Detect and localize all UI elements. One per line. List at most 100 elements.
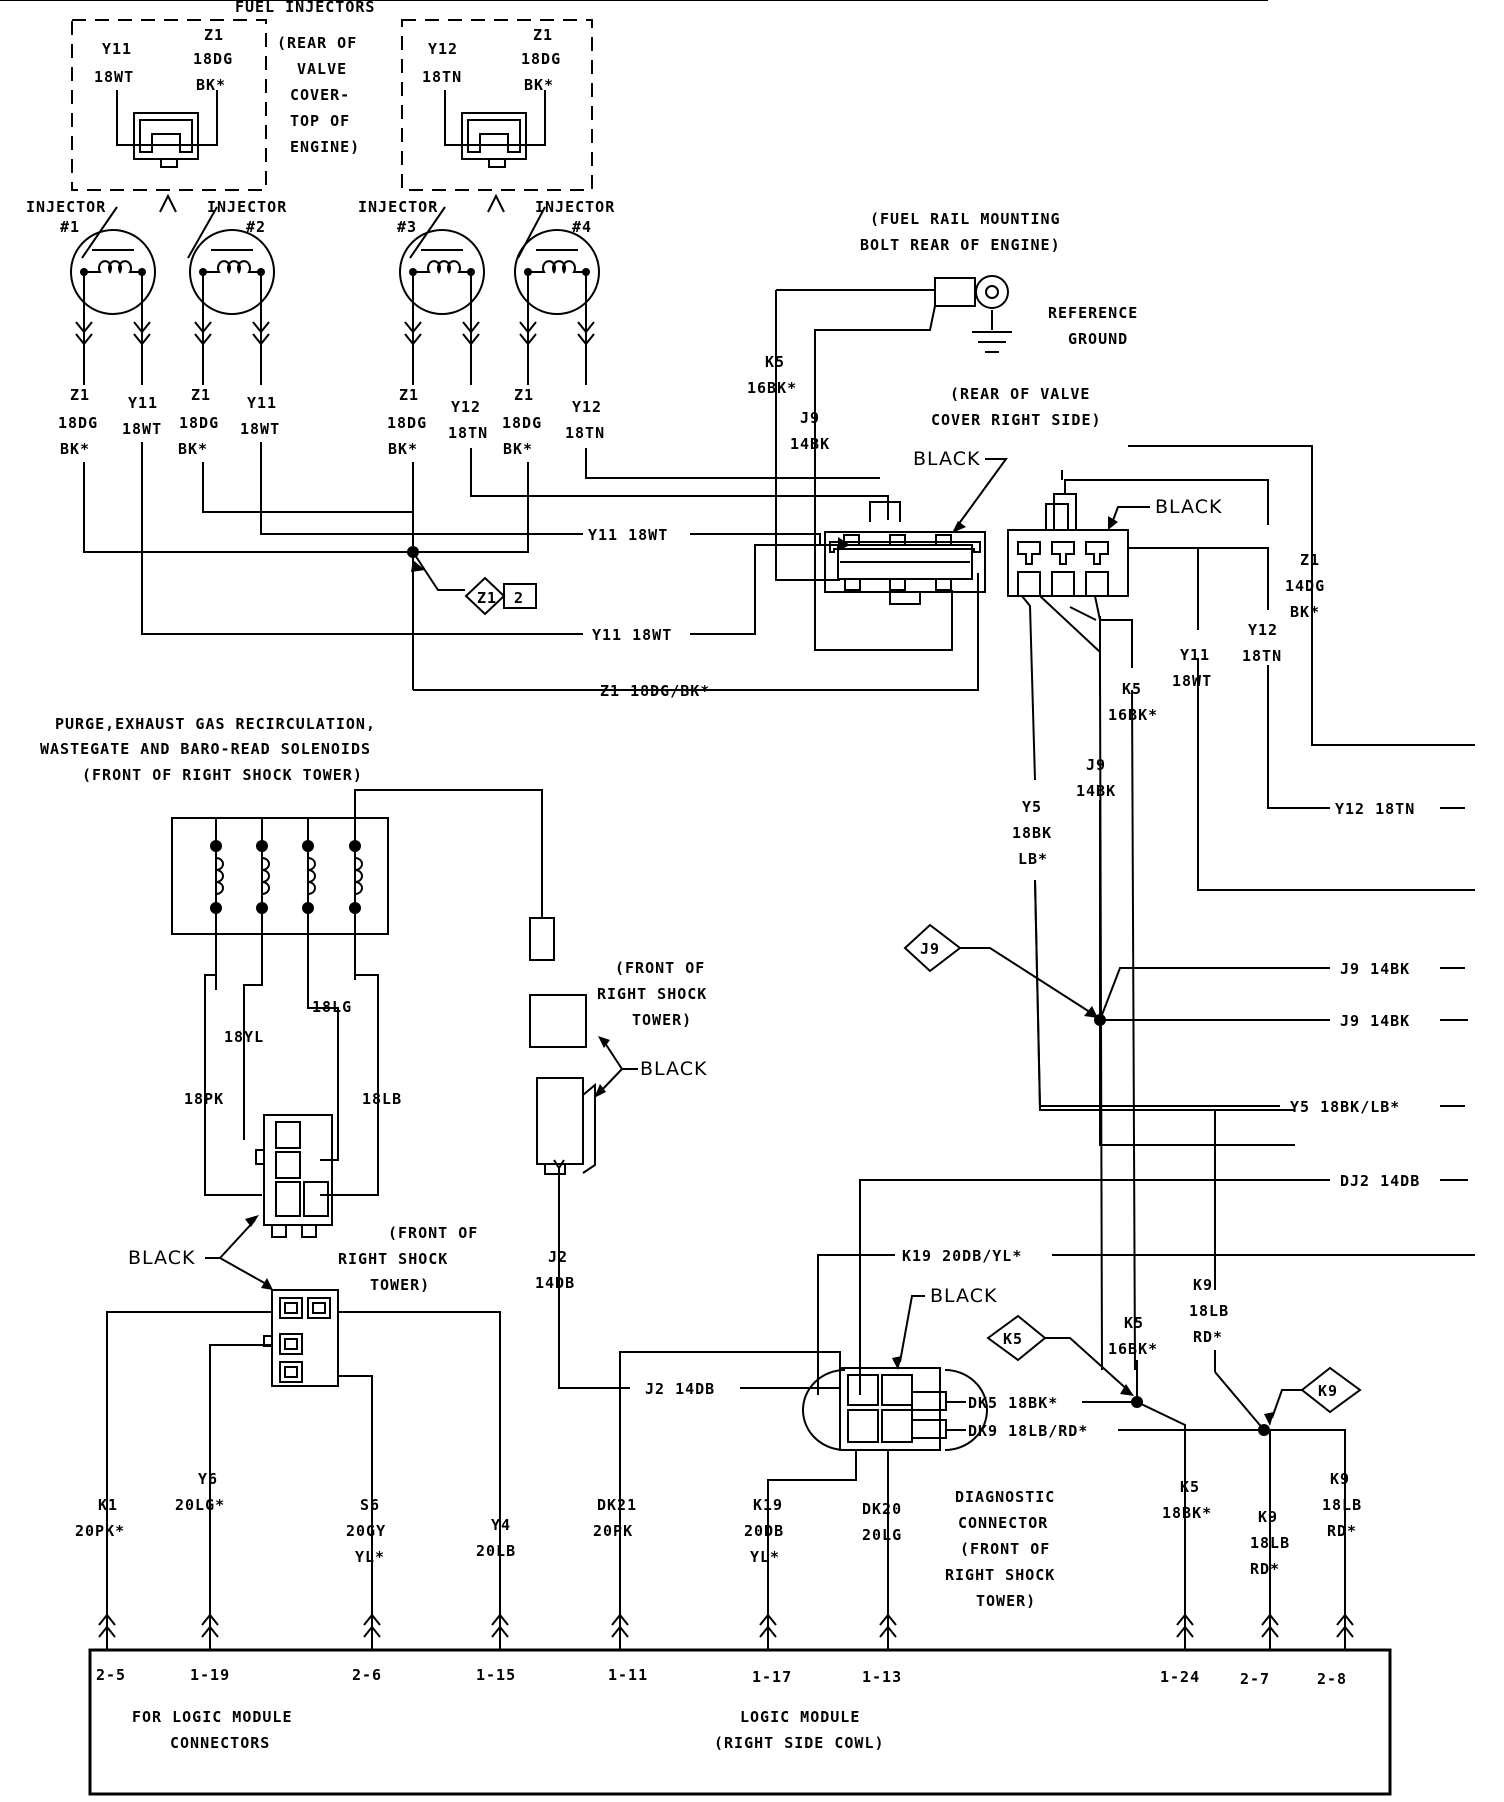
svg-text:INJECTOR: INJECTOR: [358, 198, 438, 216]
svg-text:Y5: Y5: [1022, 798, 1042, 816]
svg-text:K5: K5: [1124, 1314, 1144, 1332]
svg-text:TOP OF: TOP OF: [290, 112, 350, 130]
svg-text:#4: #4: [572, 218, 592, 236]
svg-text:RIGHT SHOCK: RIGHT SHOCK: [945, 1566, 1055, 1584]
svg-text:BK*: BK*: [1290, 603, 1320, 621]
svg-text:Y11: Y11: [102, 40, 132, 58]
black-label-2: BLACK: [1155, 496, 1222, 518]
k19-label: K19 20DB/YL*: [902, 1247, 1022, 1265]
injector-1-icon: [70, 229, 156, 315]
svg-text:J9: J9: [920, 940, 940, 958]
svg-text:2: 2: [514, 589, 524, 607]
svg-text:BOLT REAR OF ENGINE): BOLT REAR OF ENGINE): [860, 236, 1061, 254]
j2-14db-line-label: J2 14DB: [645, 1380, 715, 1398]
y11-18wt-label-a: Y11 18WT: [588, 526, 668, 544]
svg-text:14BK: 14BK: [790, 435, 830, 453]
svg-text:Z1: Z1: [399, 386, 419, 404]
svg-text:20DB: 20DB: [744, 1522, 784, 1540]
diagnostic-connector-icon: [802, 1367, 988, 1451]
y11-right-label: Y11 18WT: [1172, 646, 1212, 690]
wire-18lb-label: 18LB: [362, 1090, 402, 1108]
svg-text:Z1: Z1: [191, 386, 211, 404]
svg-text:Z1: Z1: [1300, 551, 1320, 569]
dj2-label: DJ2 14DB: [1340, 1172, 1420, 1190]
j9-14bk-label-b: J9 14BK: [1340, 1012, 1410, 1030]
y5-right-label: Y5 18BK LB*: [1012, 798, 1052, 868]
svg-text:K5: K5: [1180, 1478, 1200, 1496]
svg-text:Y11: Y11: [1180, 646, 1210, 664]
svg-text:20GY: 20GY: [346, 1522, 386, 1540]
svg-text:1-17: 1-17: [752, 1668, 792, 1686]
black-arrows-1: [205, 1215, 273, 1290]
injector-harness-wiring: [83, 290, 979, 691]
fuel-injectors-title: FUEL INJECTORS: [235, 0, 375, 16]
svg-text:14BK: 14BK: [1076, 782, 1116, 800]
svg-text:(REAR OF: (REAR OF: [277, 34, 357, 52]
harness-to-injector-wires: [81, 206, 546, 259]
svg-text:18BK*: 18BK*: [1162, 1504, 1212, 1522]
svg-text:CONNECTORS: CONNECTORS: [170, 1734, 270, 1752]
svg-text:18DG: 18DG: [193, 50, 233, 68]
j9-splice: J9: [903, 923, 1330, 1145]
dk5-label: DK5 18BK*: [968, 1394, 1058, 1412]
svg-text:18DG: 18DG: [521, 50, 561, 68]
svg-text:BK*: BK*: [388, 440, 418, 458]
svg-text:Y12: Y12: [428, 40, 458, 58]
svg-text:18WT: 18WT: [1172, 672, 1212, 690]
svg-text:16BK*: 16BK*: [1108, 1340, 1158, 1358]
valve-cover-connector-female: [1007, 493, 1129, 597]
svg-text:20LB: 20LB: [476, 1542, 516, 1560]
black-label-4: BLACK: [640, 1058, 707, 1080]
right-shock-connector-pair: [529, 917, 596, 1175]
front-right-shock-label-2: (FRONT OF RIGHT SHOCK TOWER): [597, 959, 707, 1029]
svg-text:Z1: Z1: [514, 386, 534, 404]
svg-text:(RIGHT SIDE COWL): (RIGHT SIDE COWL): [714, 1734, 885, 1752]
z1-junction-tag: Z1 2: [464, 576, 537, 616]
black-label-5: BLACK: [930, 1285, 997, 1307]
bottom-connector-chevrons: [98, 1613, 1354, 1638]
svg-text:(REAR OF VALVE: (REAR OF VALVE: [950, 385, 1090, 403]
z1-splice-arrow: [411, 560, 425, 572]
svg-text:18WT: 18WT: [122, 420, 162, 438]
bottom-wire-stubs: [106, 1525, 1346, 1650]
connector-chevrons-top: [75, 321, 595, 346]
svg-text:ENGINE): ENGINE): [290, 138, 360, 156]
svg-text:COVER RIGHT SIDE): COVER RIGHT SIDE): [931, 411, 1102, 429]
svg-text:RIGHT SHOCK: RIGHT SHOCK: [597, 985, 707, 1003]
svg-text:K9: K9: [1258, 1508, 1278, 1526]
injector-connector-left-labels: Y11 18WT Z1 18DG BK*: [94, 26, 233, 94]
svg-text:18BK: 18BK: [1012, 824, 1052, 842]
logic-module-connectors-label: FOR LOGIC MODULE CONNECTORS: [132, 1708, 293, 1752]
y12-18tn-line-label: Y12 18TN: [1335, 800, 1415, 818]
svg-text:BK*: BK*: [196, 76, 226, 94]
svg-text:TOWER): TOWER): [632, 1011, 692, 1029]
svg-text:16BK*: 16BK*: [747, 379, 797, 397]
svg-text:#3: #3: [397, 218, 417, 236]
svg-text:2-8: 2-8: [1317, 1670, 1347, 1688]
svg-text:18DG: 18DG: [58, 414, 98, 432]
solenoid-connector-bottom-wires: [106, 1311, 501, 1595]
solenoid-title: PURGE,EXHAUST GAS RECIRCULATION, WASTEGA…: [40, 715, 376, 784]
svg-text:18WT: 18WT: [94, 68, 134, 86]
injector-harness-box-left: [71, 19, 267, 191]
svg-text:INJECTOR: INJECTOR: [207, 198, 287, 216]
svg-text:Z1: Z1: [533, 26, 553, 44]
svg-text:20LG: 20LG: [862, 1526, 902, 1544]
wire-18pk-label: 18PK: [184, 1090, 224, 1108]
svg-text:FOR LOGIC MODULE: FOR LOGIC MODULE: [132, 1708, 293, 1726]
svg-text:2-6: 2-6: [352, 1666, 382, 1684]
svg-text:PURGE,EXHAUST GAS RECIRCULATIO: PURGE,EXHAUST GAS RECIRCULATION,: [55, 715, 376, 733]
svg-text:16BK*: 16BK*: [1108, 706, 1158, 724]
svg-text:(FUEL RAIL MOUNTING: (FUEL RAIL MOUNTING: [870, 210, 1061, 228]
svg-text:K1: K1: [98, 1496, 118, 1514]
ground-eyelet-icon: [776, 275, 1012, 440]
y5-18bk-label: Y5 18BK/LB*: [1290, 1098, 1400, 1116]
z1-18dg-label: Z1 18DG/BK*: [600, 682, 710, 700]
z1-14dg-label: Z1 14DG BK*: [1285, 551, 1324, 621]
svg-text:LB*: LB*: [1018, 850, 1048, 868]
svg-text:18DG: 18DG: [502, 414, 542, 432]
dk9-label: DK9 18LB/RD*: [968, 1422, 1088, 1440]
j9-right-label: J9 14BK: [1076, 756, 1116, 800]
k5-junction: K5: [986, 1314, 1143, 1408]
